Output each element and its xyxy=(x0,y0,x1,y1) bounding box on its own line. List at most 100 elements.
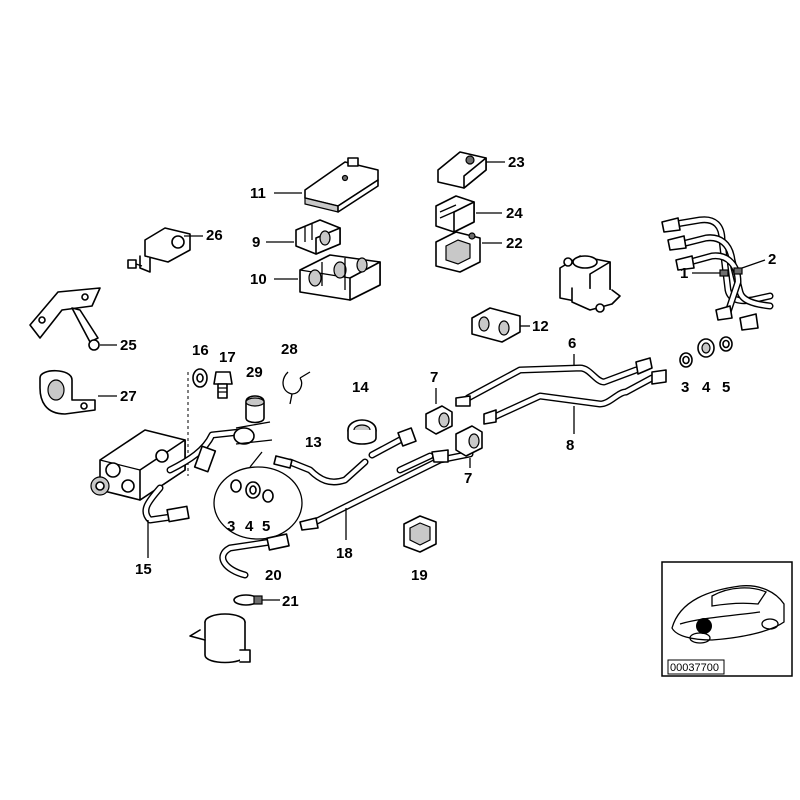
svg-text:20: 20 xyxy=(265,567,282,584)
part-29-grommet xyxy=(245,395,265,424)
part-connector-fittings xyxy=(368,427,434,474)
callout-27: 27 xyxy=(98,388,137,405)
callout-20: 20 xyxy=(265,567,282,584)
callout-16: 16 xyxy=(192,342,209,359)
svg-text:21: 21 xyxy=(282,593,299,610)
callout-9: 9 xyxy=(252,234,294,251)
callout-26: 26 xyxy=(184,227,223,244)
svg-text:14: 14 xyxy=(352,379,369,396)
svg-text:3: 3 xyxy=(227,518,235,535)
part-5-seal-right xyxy=(719,336,733,352)
svg-text:7: 7 xyxy=(430,369,438,386)
callout-7-bottom: 7 xyxy=(464,458,472,487)
part-27-pipe-clamp xyxy=(39,369,96,415)
callout-24: 24 xyxy=(476,205,523,222)
callout-4-right: 4 xyxy=(702,379,711,396)
svg-text:24: 24 xyxy=(506,205,523,222)
svg-text:18: 18 xyxy=(336,545,353,562)
part-20-suction-hose xyxy=(219,533,290,579)
svg-text:1: 1 xyxy=(680,265,688,282)
part-3-seal-right xyxy=(679,352,693,368)
inset-vehicle-location: 00037700 xyxy=(661,561,793,677)
callout-10: 10 xyxy=(250,271,298,288)
svg-text:00037700: 00037700 xyxy=(670,662,719,674)
part-7-union-nut-bottom xyxy=(455,425,483,457)
callout-4-left: 4 xyxy=(245,518,254,535)
callout-21: 21 xyxy=(262,593,299,610)
svg-text:8: 8 xyxy=(566,437,574,454)
callout-13: 13 xyxy=(305,434,322,451)
svg-text:26: 26 xyxy=(206,227,223,244)
svg-text:7: 7 xyxy=(464,470,472,487)
part-12-double-clip xyxy=(471,307,521,343)
part-9-pipe-holder xyxy=(295,219,341,255)
callout-7-top: 7 xyxy=(430,369,438,404)
callout-14: 14 xyxy=(352,379,369,396)
part-10-double-pipe-holder xyxy=(299,254,381,301)
callout-12: 12 xyxy=(520,318,549,335)
part-17-bolt xyxy=(213,371,233,399)
part-25-mounting-bracket xyxy=(29,287,101,351)
svg-text:3: 3 xyxy=(681,379,689,396)
part-pressure-regulator xyxy=(559,255,621,313)
svg-text:22: 22 xyxy=(506,235,523,252)
callout-1: 1 xyxy=(680,265,720,282)
svg-text:6: 6 xyxy=(568,335,576,352)
callout-17: 17 xyxy=(219,349,236,366)
part-7-union-nut-top xyxy=(425,405,453,435)
part-15-flexible-hose xyxy=(142,421,273,524)
svg-text:15: 15 xyxy=(135,561,152,578)
svg-text:25: 25 xyxy=(120,337,137,354)
part-24-clamp-block xyxy=(435,195,475,233)
part-4-seal-right xyxy=(697,338,715,358)
callout-3-right: 3 xyxy=(681,379,689,396)
part-16-washer xyxy=(192,368,208,388)
part-28-spring-clip xyxy=(282,371,311,405)
callout-25: 25 xyxy=(100,337,137,354)
callout-28: 28 xyxy=(281,341,298,358)
callout-22: 22 xyxy=(482,235,523,252)
part-19-clip xyxy=(403,515,437,553)
svg-text:29: 29 xyxy=(246,364,263,381)
callout-29: 29 xyxy=(246,364,263,381)
callout-18: 18 xyxy=(336,508,353,562)
callout-3-left: 3 xyxy=(227,518,235,535)
part-22-u-clip xyxy=(435,231,481,273)
svg-text:4: 4 xyxy=(245,518,254,535)
callout-11: 11 xyxy=(250,185,302,202)
svg-text:4: 4 xyxy=(702,379,711,396)
svg-text:9: 9 xyxy=(252,234,260,251)
detail-circle-seals xyxy=(213,451,303,540)
svg-text:11: 11 xyxy=(250,185,266,202)
part-11-cover-clip xyxy=(304,157,379,213)
part-8-brake-pipe xyxy=(483,369,667,425)
part-14-grommet xyxy=(347,419,377,445)
callout-5-right: 5 xyxy=(722,379,730,396)
svg-text:16: 16 xyxy=(192,342,209,359)
part-18-brake-pipe xyxy=(299,449,474,531)
svg-text:28: 28 xyxy=(281,341,298,358)
svg-text:27: 27 xyxy=(120,388,137,405)
part-13-brake-pipe xyxy=(273,455,369,486)
part-reservoir xyxy=(189,613,251,664)
callout-19: 19 xyxy=(411,567,428,584)
part-15-valve-block xyxy=(90,429,186,501)
part-21-hose-clamp xyxy=(233,594,263,606)
part-1-2-brake-pipe-set xyxy=(661,216,774,331)
location-marker xyxy=(696,618,712,634)
part-6-brake-pipe xyxy=(455,357,653,407)
callout-2: 2 xyxy=(741,251,776,269)
callout-23: 23 xyxy=(486,154,525,171)
part-23-clip xyxy=(437,151,487,189)
svg-text:19: 19 xyxy=(411,567,428,584)
svg-text:5: 5 xyxy=(262,518,270,535)
svg-text:17: 17 xyxy=(219,349,236,366)
callout-8: 8 xyxy=(566,406,575,454)
callout-5-left: 5 xyxy=(262,518,270,535)
callout-15: 15 xyxy=(135,520,152,578)
svg-text:5: 5 xyxy=(722,379,730,396)
part-26-bracket xyxy=(127,227,191,273)
callout-6: 6 xyxy=(568,335,576,366)
svg-text:23: 23 xyxy=(508,154,525,171)
